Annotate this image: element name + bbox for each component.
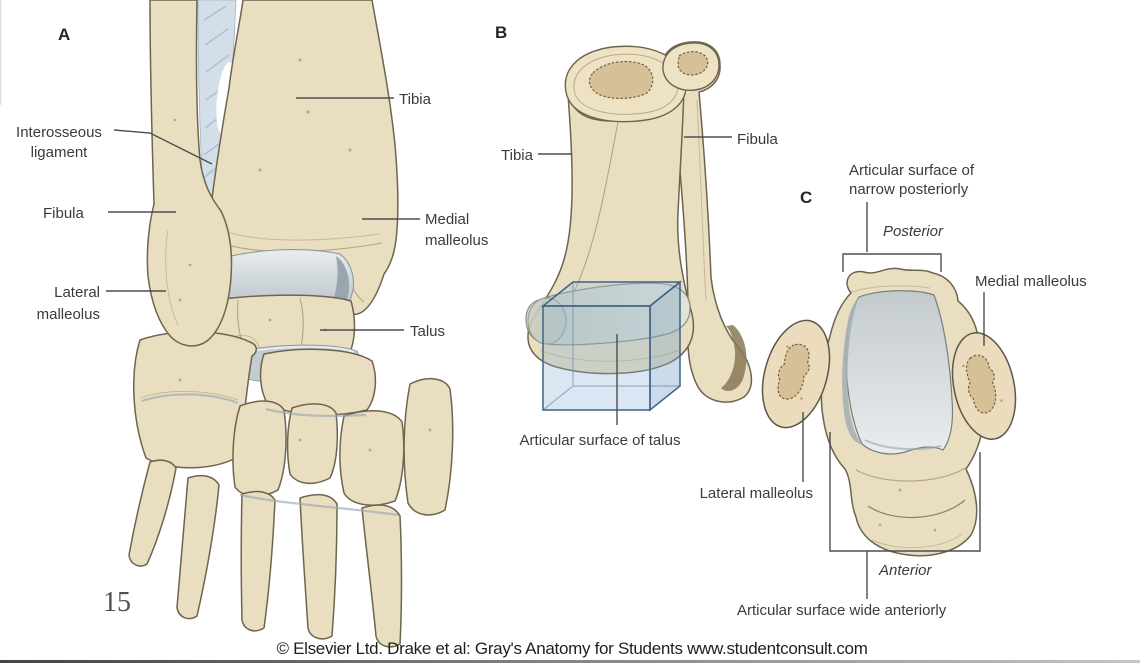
interosseous-leader-line [113,129,213,165]
page-number: 15 [103,587,131,618]
panel-c-leaders [802,202,985,599]
medial-malleolus-section-shape [951,332,1017,440]
trochlea-surface-shape [842,290,954,455]
label-fibula-a: Fibula [43,205,85,222]
panel-letter-b: B [495,23,507,42]
posterior-bracket [842,253,942,272]
panel-b-leaders [538,136,732,425]
panel-letter-a: A [58,25,70,44]
panel-letter-c: C [800,188,812,207]
copyright-caption: © Elsevier Ltd. Drake et al: Gray's Anat… [276,639,867,658]
label-anterior: Anterior [878,562,933,579]
label-talus-a: Talus [410,323,445,340]
panel-c-illustration [761,267,1017,557]
metatarsal-shapes [128,459,403,648]
label-posterior: Posterior [883,223,944,240]
panel-a-leaders [106,97,420,331]
fibula-cross-section-shape [662,42,720,91]
lateral-malleolus-section-shape [761,319,831,429]
fibula-shape-b [661,41,753,403]
talar-surface-cylinder-shape [525,282,691,346]
label-medial-malleolus-a-line1: Medial [425,211,469,228]
label-tibia-a: Tibia [399,91,432,108]
label-tibia-b: Tibia [501,147,534,164]
label-interosseous-ligament-line2: ligament [31,144,89,161]
label-interosseous-ligament-line1: Interosseous [16,124,102,141]
highlight-box-shape [540,280,683,412]
label-medial-malleolus-a-line2: malleolus [425,232,488,249]
page-edge-artifact [0,0,2,105]
label-articular-wide: Articular surface wide anteriorly [737,602,947,619]
label-medial-malleolus-c: Medial malleolus [975,273,1087,290]
panel-b-illustration [525,41,753,412]
bottom-border-line [0,660,1140,663]
label-articular-narrow-line1: Articular surface of [849,162,975,179]
anterior-bracket [829,432,981,552]
label-articular-surface-of-talus: Articular surface of talus [520,432,681,449]
label-lateral-malleolus-c: Lateral malleolus [700,485,813,502]
fibula-shape-a [146,0,233,347]
label-articular-narrow-line2: narrow posteriorly [849,181,969,198]
label-lateral-malleolus-a-line1: Lateral [54,284,100,301]
label-fibula-b: Fibula [737,131,779,148]
panel-a-illustration [128,0,454,648]
label-lateral-malleolus-a-line2: malleolus [37,306,100,323]
tarsal-bones-shapes [133,331,454,516]
